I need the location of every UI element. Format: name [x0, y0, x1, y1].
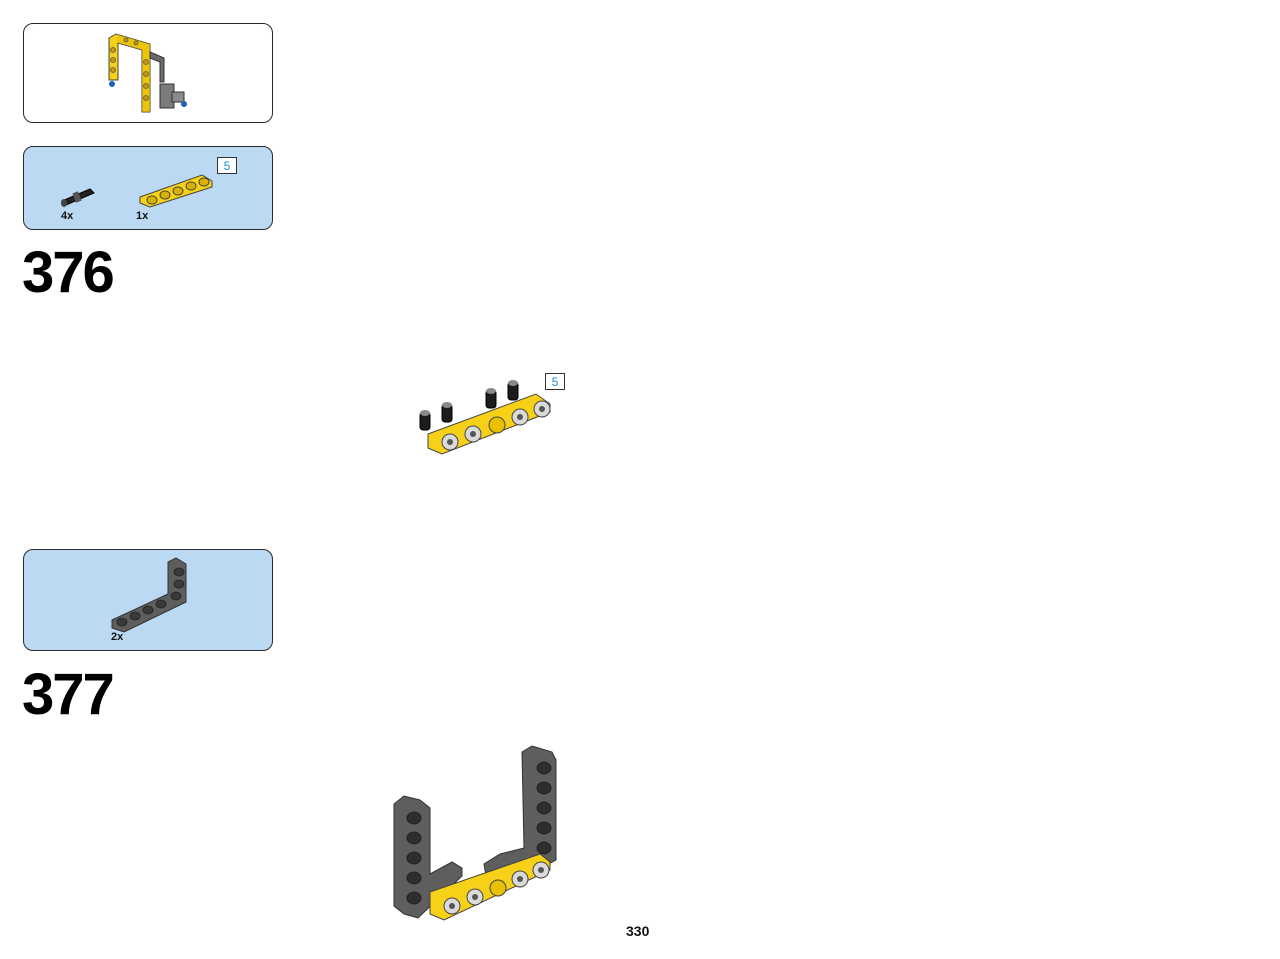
- black-axle-pin-icon: [61, 188, 95, 207]
- subassembly-model-icon: [108, 33, 187, 113]
- parts-list-step-376: 4x 1x 5: [23, 146, 273, 230]
- gray-angled-beam-icon: [111, 557, 187, 633]
- page-number: 330: [626, 923, 650, 939]
- step-number-377: 377: [22, 662, 115, 727]
- assembly-length-tag: 5: [545, 373, 565, 390]
- parts-list-step-377: 2x: [23, 549, 273, 651]
- beam-length-tag: 5: [217, 157, 237, 174]
- subassembly-callout: [23, 23, 273, 123]
- part-qty-axle-pin: 4x: [61, 210, 74, 222]
- step-376-assembly-icon: [419, 380, 551, 455]
- step-number-376: 376: [22, 240, 115, 305]
- part-qty-angled-beam: 2x: [111, 631, 124, 643]
- yellow-beam-5-icon: [139, 174, 213, 208]
- step-377-assembly-icon: [393, 745, 557, 921]
- part-qty-beam: 1x: [136, 210, 149, 222]
